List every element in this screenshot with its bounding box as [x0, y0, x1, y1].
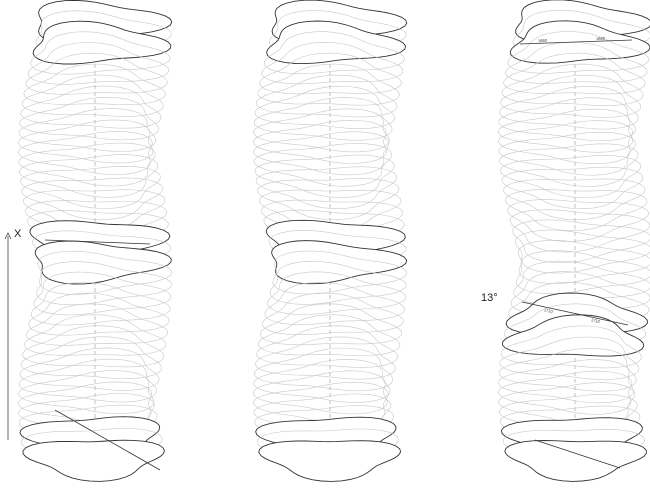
dimension-label: 1660 — [595, 35, 605, 42]
floor-plate — [254, 85, 396, 130]
floor-plate — [25, 52, 168, 95]
floor-plate — [252, 381, 389, 426]
floor-plate — [505, 189, 648, 232]
highlighted-floor-plate — [258, 440, 402, 482]
floor-plate — [499, 143, 639, 187]
dimension-label: 1660 — [537, 37, 547, 44]
floor-plate — [23, 189, 166, 232]
axis-arrow-icon — [4, 232, 12, 240]
floor-plate — [497, 120, 634, 165]
floor-plate — [19, 165, 161, 209]
floor-plate — [253, 143, 393, 187]
dimension-line — [534, 439, 621, 469]
floor-plate — [264, 282, 406, 326]
floor-plate — [507, 31, 650, 74]
floor-plate — [18, 358, 157, 403]
floor-plate — [17, 131, 153, 175]
floor-plate — [253, 108, 390, 153]
floor-plate — [253, 131, 390, 176]
floor-plate — [500, 325, 642, 369]
floor-plate — [517, 239, 650, 284]
floor-plate — [497, 370, 633, 415]
highlighted-floor-plate — [271, 240, 408, 285]
floor-plate — [253, 359, 391, 403]
dimension-line — [54, 409, 161, 471]
dimension-line — [521, 301, 629, 326]
floor-plate — [33, 271, 172, 316]
floor-plate — [499, 155, 641, 199]
floor-plate — [19, 96, 159, 141]
floor-plate — [28, 292, 170, 336]
floor-plate — [254, 336, 396, 380]
floor-plate — [259, 303, 403, 346]
floor-plate — [505, 41, 648, 84]
floor-plate — [503, 178, 646, 221]
floor-plate — [258, 314, 401, 357]
floor-plate — [500, 74, 642, 118]
floor-plate — [18, 370, 155, 415]
floor-plate — [503, 52, 646, 95]
floor-plate — [499, 336, 640, 380]
dimension-line — [44, 239, 151, 245]
floor-plate — [254, 154, 395, 198]
floor-plate — [257, 63, 400, 106]
floor-plate — [501, 63, 644, 106]
floor-plate — [512, 219, 650, 264]
floor-plate — [262, 292, 404, 335]
floor-plate — [263, 31, 405, 75]
floor-plate — [25, 303, 169, 346]
floor-plate — [21, 74, 164, 117]
dimension-line — [519, 39, 633, 45]
floor-plate — [515, 229, 650, 274]
floor-plate — [37, 250, 173, 295]
floor-plate — [17, 119, 154, 164]
floor-plate — [261, 41, 404, 85]
floor-plate — [497, 108, 634, 153]
highlighted-floor-plate — [22, 439, 165, 482]
floor-plate — [20, 336, 162, 380]
floor-plate — [498, 131, 636, 176]
floor-plate — [256, 325, 399, 368]
floor-plate — [20, 85, 162, 129]
floor-plate — [498, 382, 635, 427]
highlighted-floor-plate — [266, 20, 407, 65]
floor-plate — [30, 31, 171, 75]
floor-plate — [252, 370, 388, 415]
floor-plate — [257, 178, 400, 221]
floor-plate — [27, 42, 170, 85]
floor-plate — [253, 97, 393, 141]
floor-plate — [498, 97, 636, 142]
floor-plate — [255, 74, 398, 118]
floor-plate — [30, 282, 171, 326]
floor-plate — [23, 63, 166, 106]
highlighted-floor-plate — [32, 20, 172, 65]
floor-plate — [498, 359, 634, 404]
x-axis-label: X — [14, 228, 22, 240]
floor-plate — [259, 52, 402, 95]
highlighted-floor-plate — [34, 240, 172, 285]
floor-plate — [499, 86, 639, 130]
floor-plate — [22, 325, 165, 368]
floor-plate — [18, 142, 156, 187]
rotation-angle-label: 13° — [481, 292, 498, 304]
floor-plate — [252, 119, 387, 164]
highlighted-floor-plate — [504, 440, 647, 482]
floor-plate — [258, 189, 402, 232]
floor-plate — [269, 260, 407, 305]
floor-plate — [507, 199, 650, 242]
floor-plate — [266, 271, 407, 315]
floor-plate — [18, 108, 157, 152]
floor-plate — [253, 347, 394, 392]
floor-plate — [18, 154, 159, 198]
highlighted-floor-plate — [502, 314, 645, 357]
floor-plate — [23, 314, 167, 356]
floor-plate — [272, 250, 408, 295]
